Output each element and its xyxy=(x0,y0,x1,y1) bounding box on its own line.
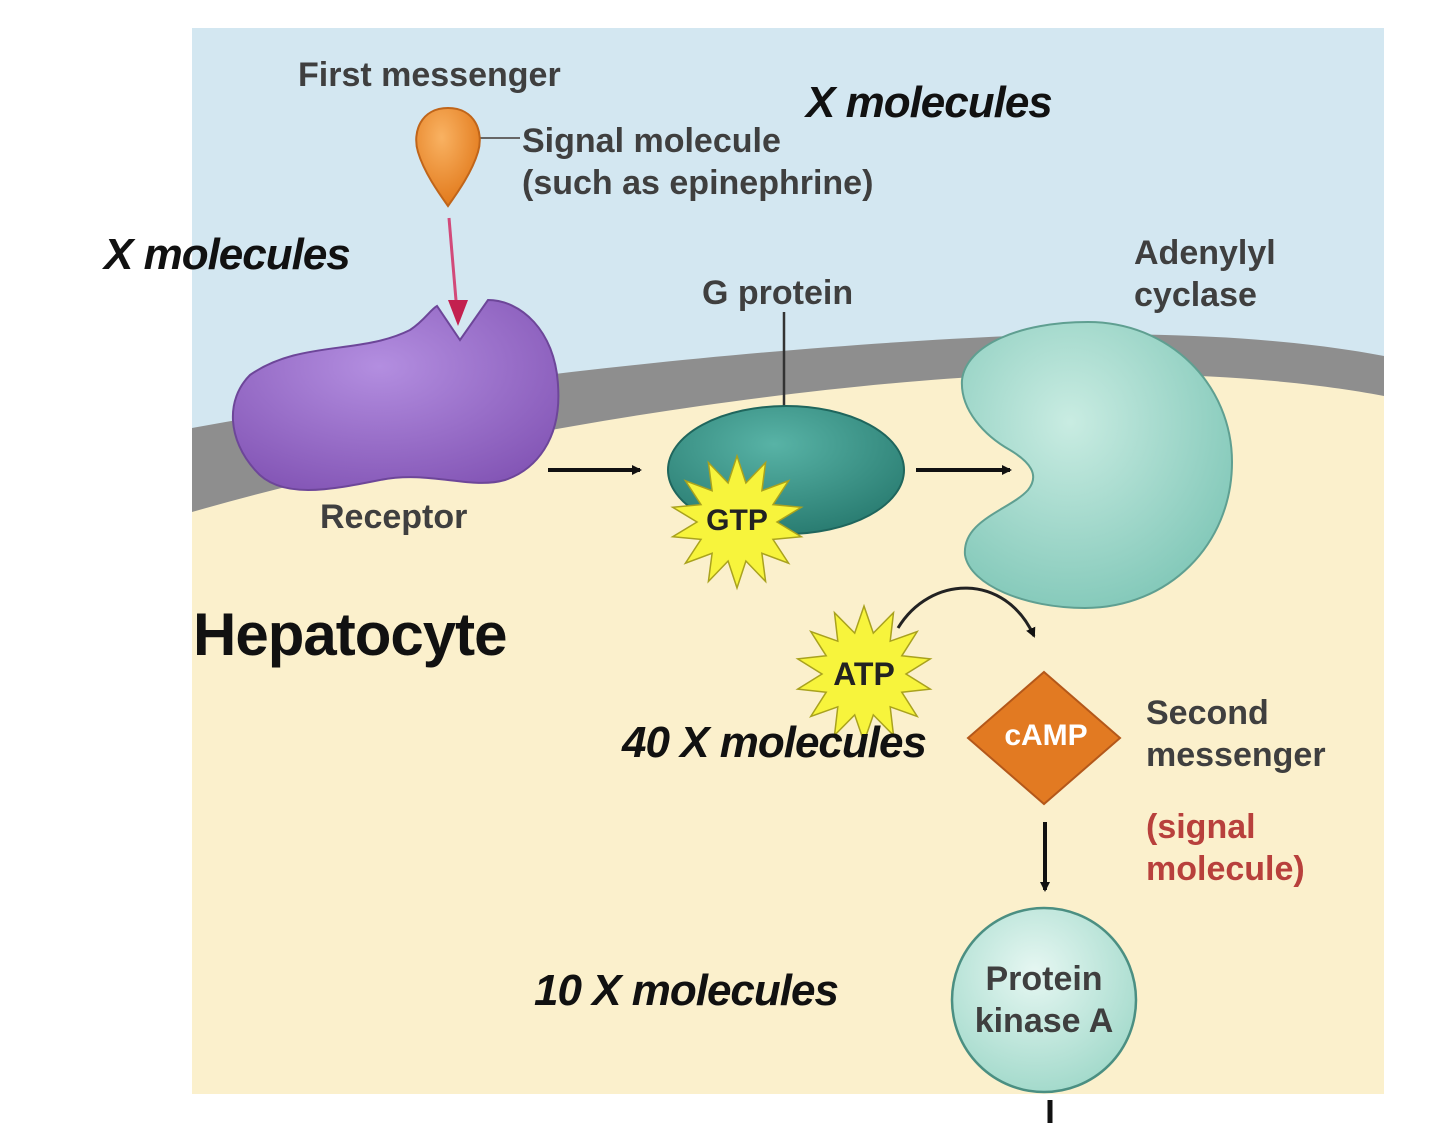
protein-kinase-a-label: Protein kinase A xyxy=(974,960,1114,1040)
signal-molecule-note: (signal molecule) xyxy=(1146,808,1305,888)
forty-x-molecules-annotation: 40 X molecules xyxy=(622,718,927,767)
adenylyl-cyclase-shape xyxy=(960,320,1234,610)
camp-label: cAMP xyxy=(1004,719,1088,752)
atp-label: ATP xyxy=(833,656,895,692)
second-messenger-label: Second messenger xyxy=(1146,694,1326,774)
signal-molecule-label: Signal molecule (such as epinephrine) xyxy=(522,122,874,202)
gtp-label: GTP xyxy=(706,504,768,537)
signal-molecule-shape xyxy=(415,106,481,208)
receptor-protein xyxy=(231,298,560,491)
protein-kinase-a-shape xyxy=(950,906,1138,1094)
receptor-label: Receptor xyxy=(320,498,468,536)
x-molecules-left-annotation: X molecules xyxy=(104,230,351,279)
gtp-burst xyxy=(670,453,804,591)
camp-diamond xyxy=(966,670,1122,806)
binding-arrowhead xyxy=(448,300,468,326)
first-messenger-label: First messenger xyxy=(298,56,561,94)
adenylyl-cyclase-label: Adenylyl cyclase xyxy=(1134,234,1276,314)
atp-burst xyxy=(795,603,933,745)
g-protein-label: G protein xyxy=(702,274,854,312)
binding-arrow xyxy=(447,217,459,313)
ten-x-molecules-annotation: 10 X molecules xyxy=(534,966,839,1015)
hepatocyte-label: Hepatocyte xyxy=(193,601,507,668)
x-molecules-top-annotation: X molecules xyxy=(806,78,1053,127)
atp-to-camp-arrow xyxy=(896,586,1036,638)
